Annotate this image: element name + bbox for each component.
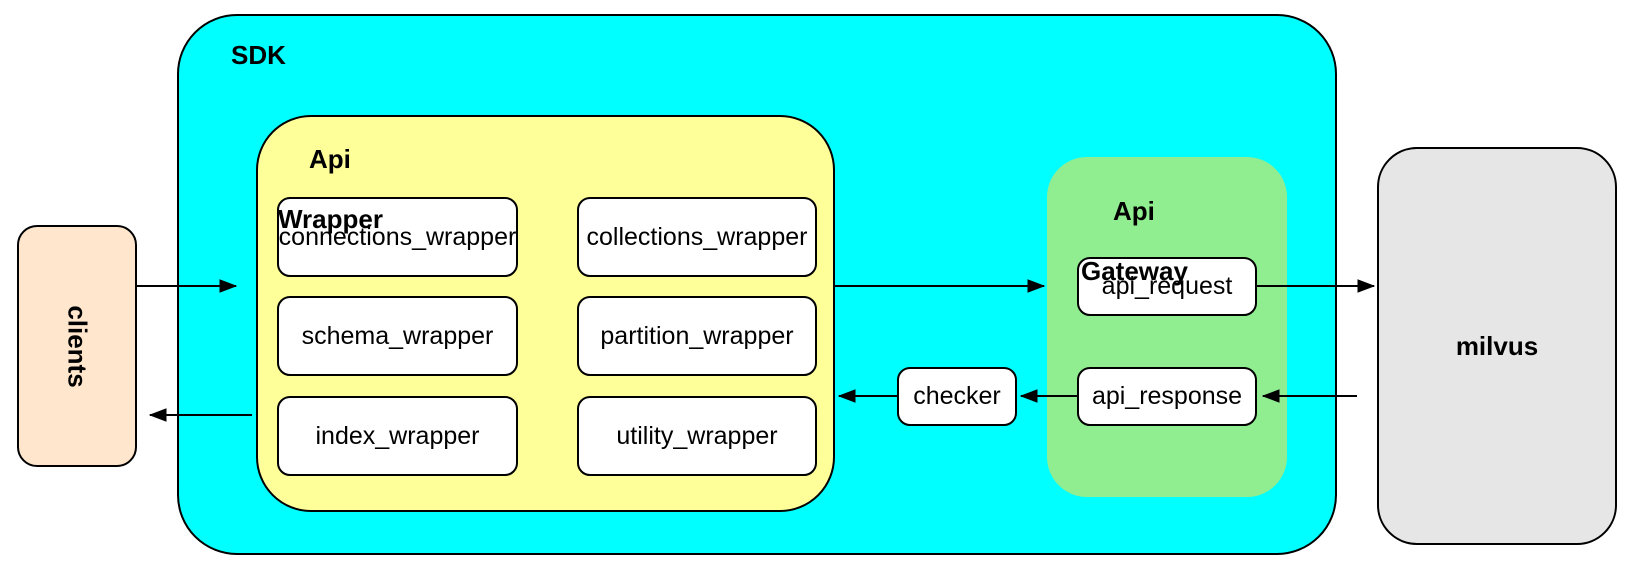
connections-wrapper-node: connections_wrapper: [277, 197, 518, 277]
schema-wrapper-label: schema_wrapper: [301, 321, 494, 350]
api-gateway-label-line2: Gateway: [1080, 256, 1188, 286]
api-request-label: api_request: [1101, 272, 1233, 300]
partition-wrapper-label: partition_wrapper: [600, 321, 794, 350]
api-wrapper-label-line2: Wrapper: [277, 204, 383, 234]
checker-label: checker: [913, 382, 1001, 410]
clients-label: clients: [62, 304, 93, 388]
collections-wrapper-label: collections_wrapper: [586, 222, 808, 251]
utility-wrapper-node: utility_wrapper: [577, 396, 817, 476]
schema-wrapper-node: schema_wrapper: [277, 296, 518, 376]
connections-wrapper-label: connections_wrapper: [278, 222, 517, 251]
api-request-node: api_request: [1077, 257, 1257, 316]
partition-wrapper-node: partition_wrapper: [577, 296, 817, 376]
milvus-node: milvus: [1377, 147, 1617, 545]
index-wrapper-node: index_wrapper: [277, 396, 518, 476]
api-gateway-container: [1047, 157, 1287, 497]
milvus-label: milvus: [1455, 330, 1539, 361]
checker-node: checker: [897, 367, 1017, 426]
collections-wrapper-node: collections_wrapper: [577, 197, 817, 277]
clients-node: clients: [17, 225, 137, 467]
api-wrapper-label-line1: Api: [309, 144, 351, 174]
index-wrapper-label: index_wrapper: [315, 421, 480, 450]
utility-wrapper-label: utility_wrapper: [616, 421, 778, 450]
api-wrapper-label: Api Wrapper: [249, 114, 383, 264]
api-gateway-label: Api Gateway: [1052, 166, 1188, 316]
api-gateway-label-line1: Api: [1113, 196, 1155, 226]
api-response-label: api_response: [1091, 382, 1243, 410]
api-response-node: api_response: [1077, 367, 1257, 426]
sdk-label: SDK: [231, 40, 286, 70]
